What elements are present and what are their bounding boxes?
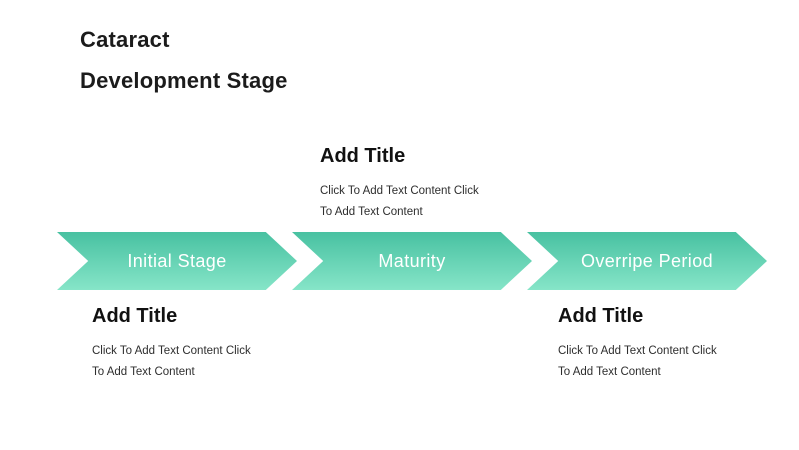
slide-title-line-1: Cataract: [80, 27, 170, 52]
placeholder-note-body-line: Click To Add Text Content Click: [92, 345, 251, 357]
placeholder-note-body-line: Click To Add Text Content Click: [320, 185, 479, 197]
placeholder-note-title: Add Title: [558, 305, 644, 327]
stage-arrow-overripe-period[interactable]: Overripe Period: [527, 232, 767, 290]
slide-title-textbox[interactable]: Cataract Development Stage: [80, 19, 288, 101]
stage-arrow-maturity[interactable]: Maturity: [292, 232, 532, 290]
stage-arrow-label: Maturity: [378, 250, 446, 271]
slide-title-line-2: Development Stage: [80, 68, 288, 93]
stage-arrow-label: Initial Stage: [127, 250, 227, 271]
placeholder-note-title: Add Title: [320, 145, 406, 167]
placeholder-note-body-line: To Add Text Content: [320, 205, 423, 218]
placeholder-note-body-line: To Add Text Content: [558, 365, 661, 378]
placeholder-note-body-line: Click To Add Text Content Click: [558, 345, 717, 357]
placeholder-note-title: Add Title: [92, 305, 178, 327]
placeholder-note-bottom-left[interactable]: Add Title Click To Add Text Content Clic…: [92, 304, 332, 382]
stage-arrow-initial-stage[interactable]: Initial Stage: [57, 232, 297, 290]
placeholder-note-body-line: To Add Text Content: [92, 365, 195, 378]
placeholder-note-middle[interactable]: Add Title Click To Add Text Content Clic…: [320, 144, 560, 222]
placeholder-note-bottom-right[interactable]: Add Title Click To Add Text Content Clic…: [558, 304, 798, 382]
stage-arrow-label: Overripe Period: [580, 250, 714, 271]
